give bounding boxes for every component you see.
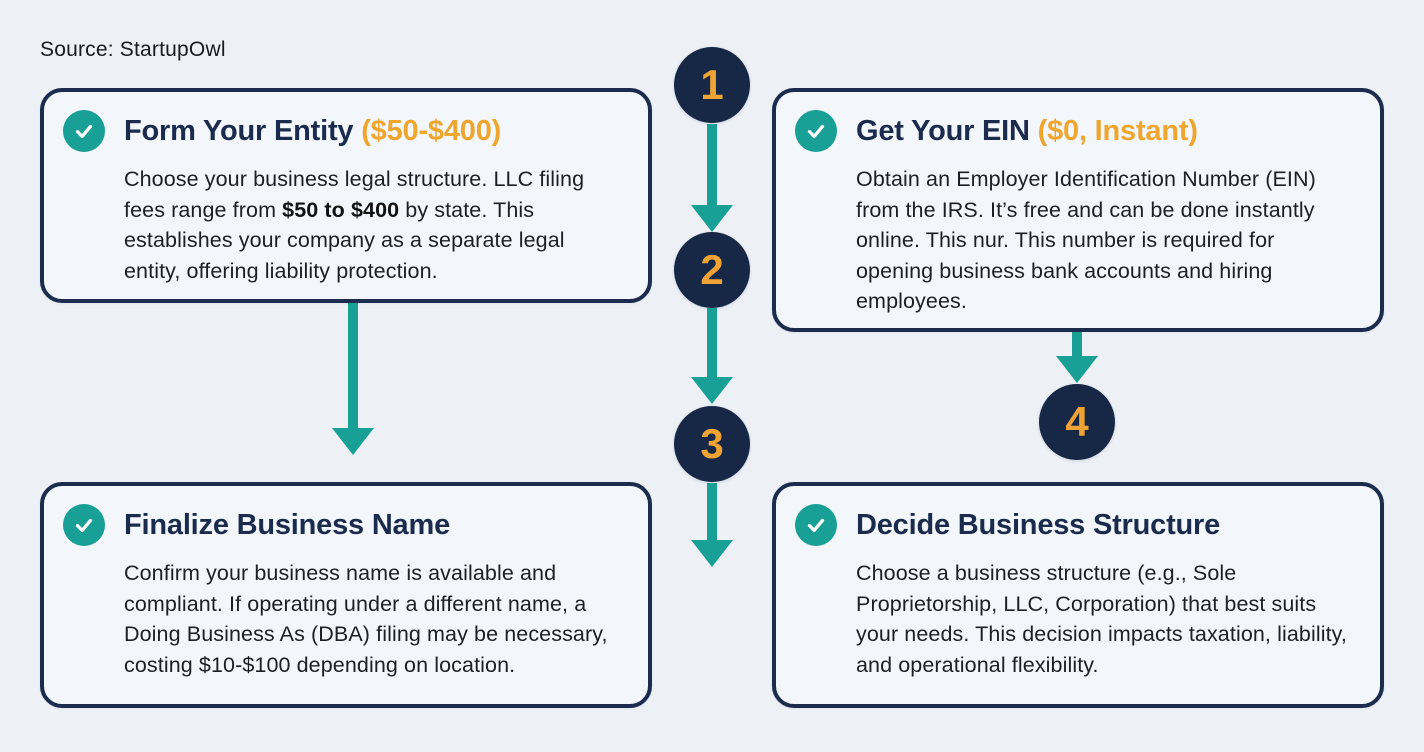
arrow-shaft	[707, 308, 717, 377]
card-body-text: Obtain an Employer Identification Number…	[856, 167, 1316, 313]
step-card-form-your-entity: Form Your Entity ($50-$400) Choose your …	[40, 88, 652, 303]
arrow-down-icon	[691, 308, 733, 404]
card-header: Form Your Entity ($50-$400)	[44, 92, 648, 152]
card-title-text: Decide Business Structure	[856, 508, 1221, 541]
step-card-finalize-business-name: Finalize Business Name Confirm your busi…	[40, 482, 652, 708]
card-price-text: ($0, Instant)	[1037, 114, 1198, 147]
step-number-2-badge: 2	[674, 232, 750, 308]
check-circle-icon	[795, 110, 837, 152]
step-number-4-badge: 4	[1039, 384, 1115, 460]
check-circle-icon	[795, 504, 837, 546]
arrow-down-icon	[1056, 332, 1098, 383]
arrow-head	[691, 540, 733, 567]
arrow-down-icon	[691, 124, 733, 232]
arrow-down-icon	[691, 483, 733, 567]
card-description: Confirm your business name is available …	[124, 558, 622, 680]
card-header: Finalize Business Name	[44, 486, 648, 546]
card-title: Get Your EIN ($0, Instant)	[856, 115, 1198, 148]
check-circle-icon	[63, 110, 105, 152]
card-body-text: Confirm your business name is available …	[124, 561, 608, 677]
step-number-1-badge: 1	[674, 47, 750, 123]
arrow-shaft	[707, 124, 717, 205]
card-title: Decide Business Structure	[856, 509, 1220, 542]
arrow-head	[1056, 356, 1098, 383]
check-circle-icon	[63, 504, 105, 546]
arrow-head	[691, 205, 733, 232]
source-attribution: Source: StartupOwl	[40, 38, 226, 61]
step-card-decide-business-structure: Decide Business Structure Choose a busin…	[772, 482, 1384, 708]
card-title-text: Finalize Business Name	[124, 508, 450, 541]
card-title-text: Form Your Entity	[124, 114, 354, 147]
card-body-text: Choose a business structure (e.g., Sole …	[856, 561, 1347, 677]
step-card-get-your-ein: Get Your EIN ($0, Instant) Obtain an Emp…	[772, 88, 1384, 332]
card-title-text: Get Your EIN	[856, 114, 1030, 147]
arrow-shaft	[348, 303, 358, 428]
card-description: Obtain an Employer Identification Number…	[856, 164, 1354, 317]
card-title: Form Your Entity ($50-$400)	[124, 115, 501, 148]
card-header: Get Your EIN ($0, Instant)	[776, 92, 1380, 152]
card-description: Choose a business structure (e.g., Sole …	[856, 558, 1354, 680]
card-header: Decide Business Structure	[776, 486, 1380, 546]
card-body-text: by state. This establishes your company …	[124, 197, 565, 283]
step-number-3-badge: 3	[674, 406, 750, 482]
card-body-text: Choose your business legal structure. LL…	[124, 167, 585, 222]
card-body-bold-text: $50 to $400	[282, 197, 400, 222]
card-description: Choose your business legal structure. LL…	[124, 164, 622, 286]
arrow-down-icon	[332, 303, 374, 455]
arrow-shaft	[707, 483, 717, 540]
card-price-text: ($50-$400)	[361, 114, 502, 147]
arrow-shaft	[1072, 332, 1082, 356]
arrow-head	[332, 428, 374, 455]
card-title: Finalize Business Name	[124, 509, 450, 542]
arrow-head	[691, 377, 733, 404]
